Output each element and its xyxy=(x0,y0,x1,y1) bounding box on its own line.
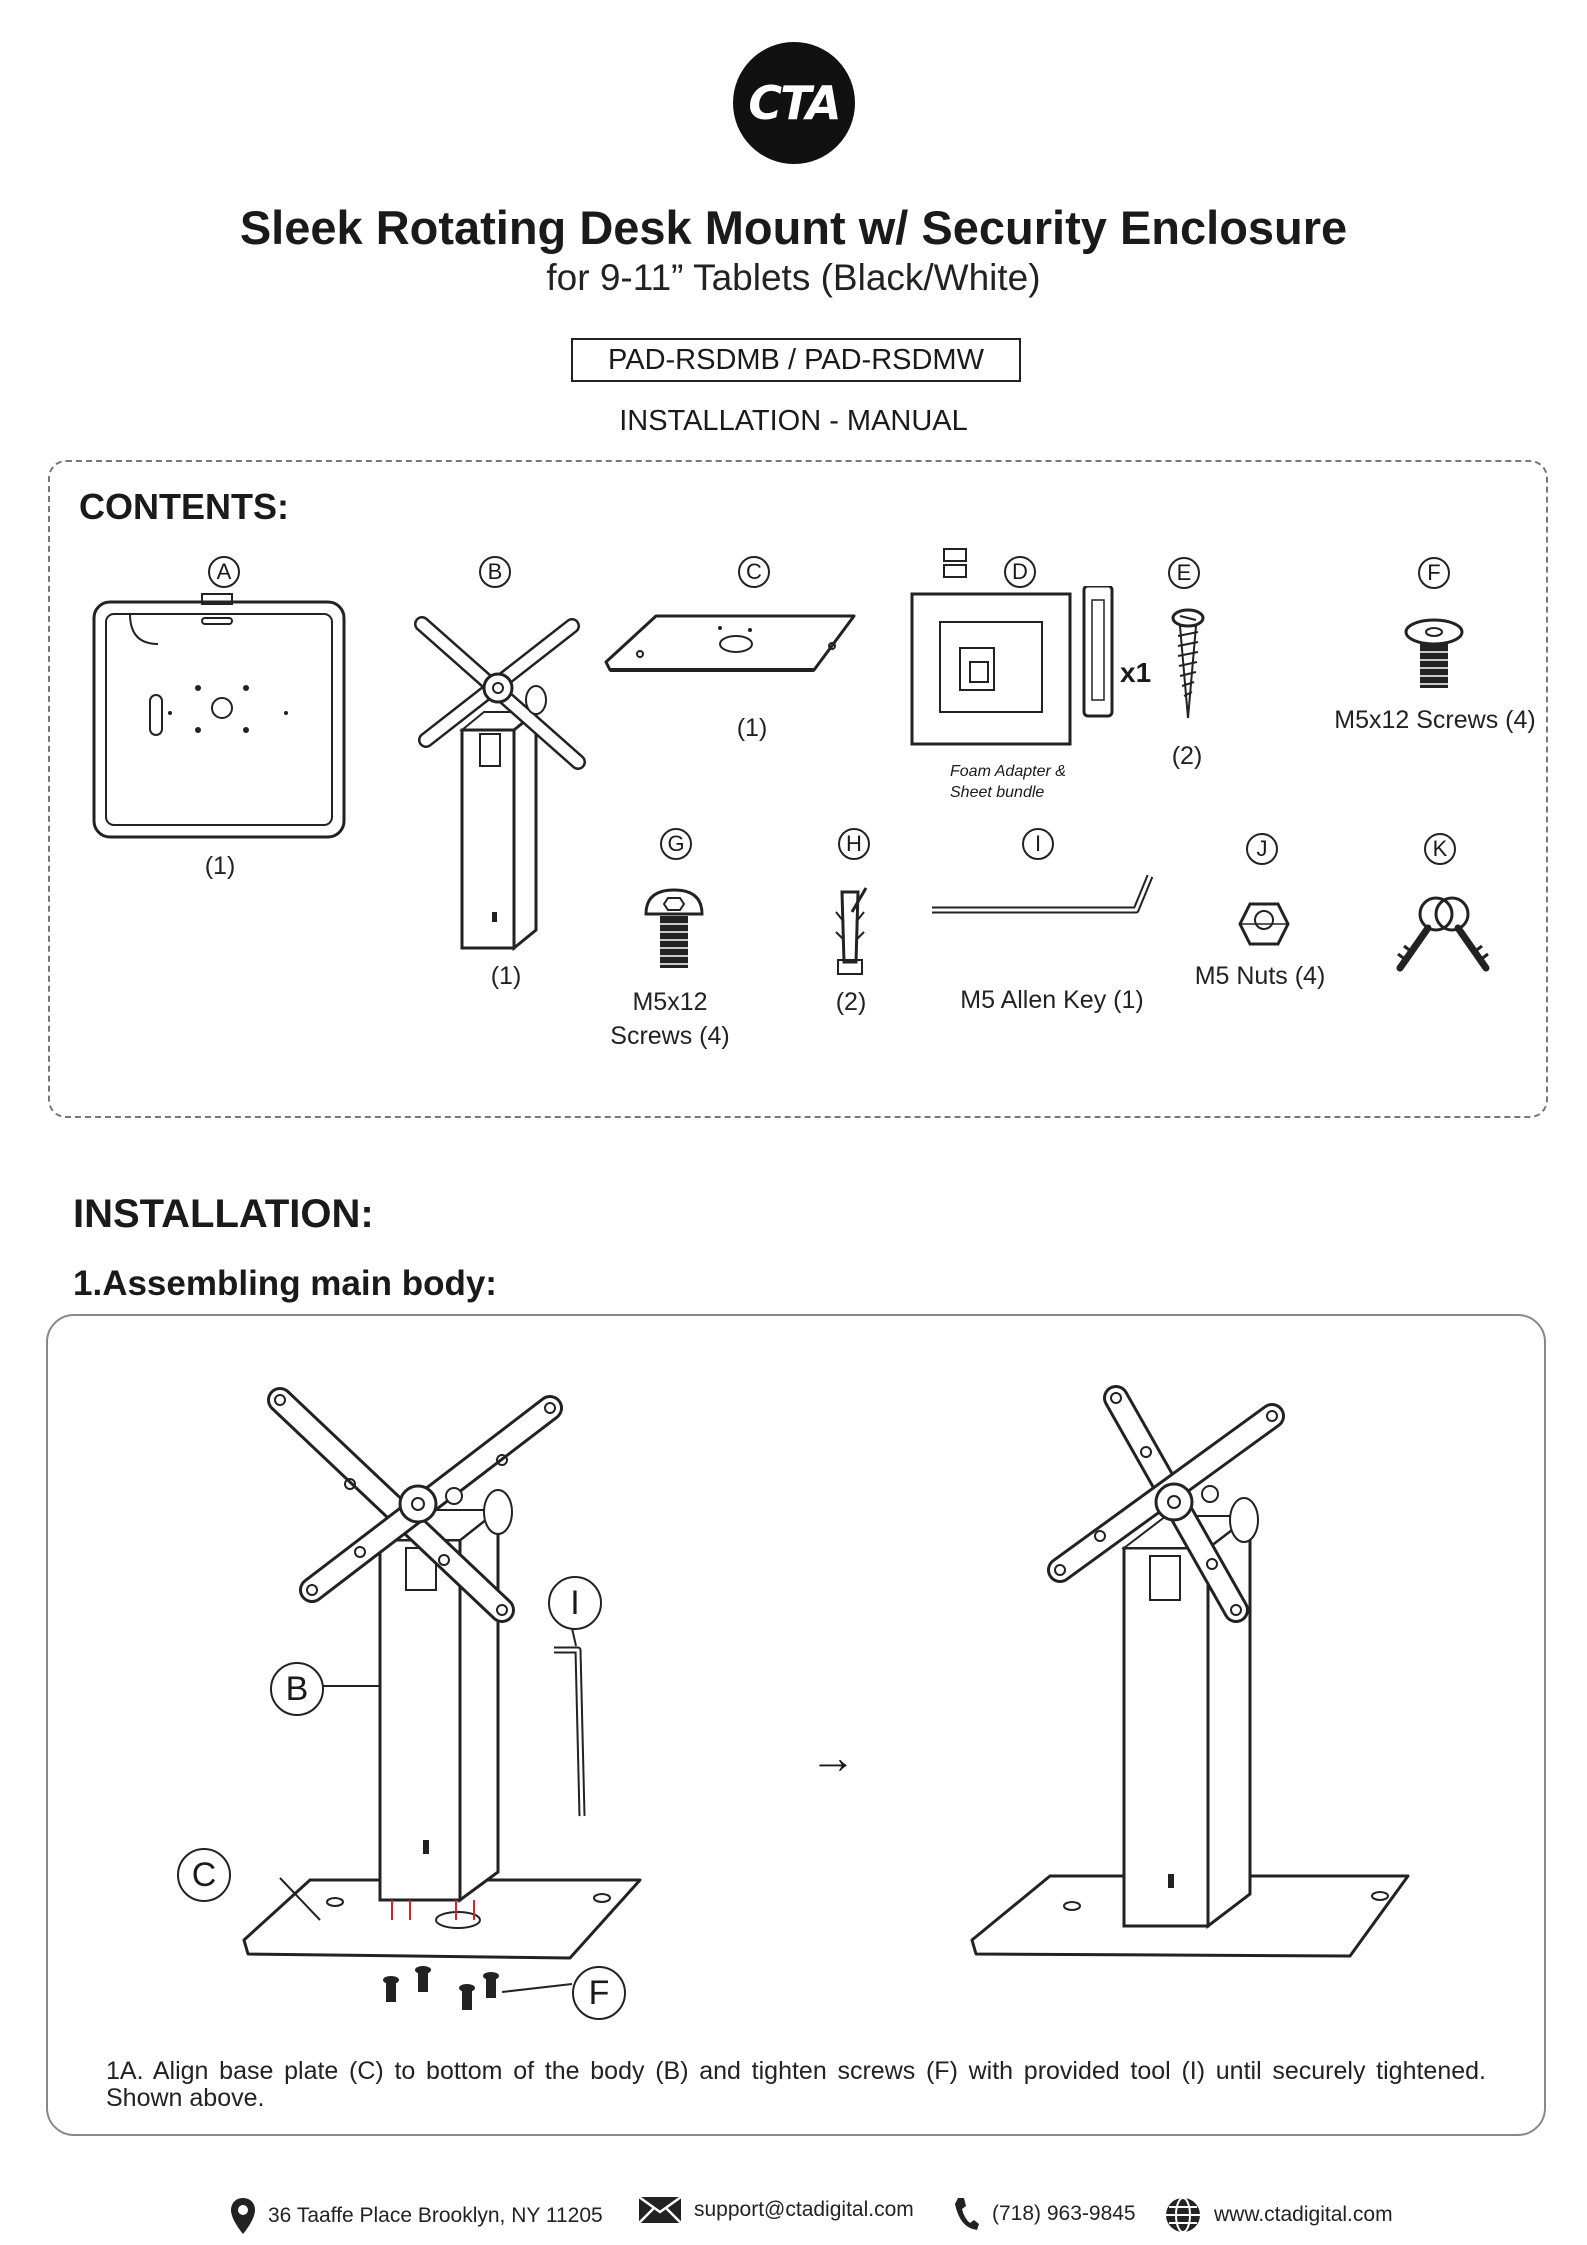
item-f-caption: M5x12 Screws (4) xyxy=(1334,706,1536,734)
callout-i: I xyxy=(548,1576,602,1630)
item-c-letter: C xyxy=(738,556,770,588)
item-i-caption: M5 Allen Key (1) xyxy=(960,986,1144,1014)
item-e-quantity: (2) xyxy=(1171,742,1203,770)
tablet-enclosure-illustration xyxy=(92,593,346,839)
item-d-letter: D xyxy=(1004,556,1036,588)
callout-f: F xyxy=(572,1966,626,2020)
document-subtitle: for 9-11” Tablets (Black/White) xyxy=(546,257,1041,298)
location-pin-icon xyxy=(231,2198,255,2234)
footer-address: 36 Taaffe Place Brooklyn, NY 11205 xyxy=(230,2196,603,2236)
item-b-letter: B xyxy=(479,556,511,588)
model-number-box: PAD-RSDMB / PAD-RSDMW xyxy=(571,338,1021,382)
item-a-letter: A xyxy=(208,556,240,588)
manual-label: INSTALLATION - MANUAL xyxy=(619,405,968,437)
contents-heading: CONTENTS: xyxy=(79,486,289,527)
hex-nut-illustration xyxy=(1238,902,1290,946)
allen-key-illustration xyxy=(932,874,1154,914)
step-arrow-icon: → xyxy=(810,1731,856,1783)
globe-icon xyxy=(1166,2197,1200,2233)
keys-icon xyxy=(1396,896,1490,972)
item-d-note-line1: Foam Adapter & xyxy=(950,763,1066,780)
step1-panel xyxy=(46,1314,1546,2136)
flat-head-screw-illustration xyxy=(1404,618,1464,688)
item-c-quantity: (1) xyxy=(736,714,768,742)
item-j-letter: J xyxy=(1246,833,1278,865)
item-d-note-line2: Sheet bundle xyxy=(950,784,1045,801)
item-h-quantity: (2) xyxy=(835,988,867,1016)
step1-instruction: 1A. Align base plate (C) to bottom of th… xyxy=(106,2057,1486,2112)
footer-email: support@ctadigital.com xyxy=(638,2196,914,2224)
wood-screw-illustration xyxy=(1171,608,1205,719)
button-head-screw-illustration xyxy=(644,888,704,968)
base-plate-illustration xyxy=(604,614,856,672)
item-g-caption-line1: M5x12 xyxy=(632,988,708,1016)
item-j-caption: M5 Nuts (4) xyxy=(1194,962,1326,990)
callout-c: C xyxy=(177,1848,231,1902)
document-title: Sleek Rotating Desk Mount w/ Security En… xyxy=(239,201,1348,254)
item-e-letter: E xyxy=(1168,557,1200,589)
foam-adapter-illustration xyxy=(910,586,1114,746)
item-a-quantity: (1) xyxy=(204,852,236,880)
item-d-quantity: x1 xyxy=(1120,657,1152,688)
assembly-before-illustration xyxy=(242,1387,642,2010)
website-link[interactable]: www.ctadigital.com xyxy=(1214,2203,1393,2226)
item-k-letter: K xyxy=(1424,833,1456,865)
address-text: 36 Taaffe Place Brooklyn, NY 11205 xyxy=(268,2204,603,2227)
footer-website: www.ctadigital.com xyxy=(1164,2196,1393,2234)
callout-b: B xyxy=(270,1662,324,1716)
assembly-after-illustration xyxy=(970,1385,1410,1958)
footer-phone: (718) 963-9845 xyxy=(952,2196,1136,2232)
installation-heading: INSTALLATION: xyxy=(73,1192,374,1236)
step1-heading: 1.Assembling main body: xyxy=(73,1264,497,1303)
logo-text: CTA xyxy=(748,76,841,130)
item-h-letter: H xyxy=(838,828,870,860)
contents-section xyxy=(48,460,1548,1118)
item-i-letter: I xyxy=(1022,828,1054,860)
email-link[interactable]: support@ctadigital.com xyxy=(694,2198,914,2221)
wall-anchor-illustration xyxy=(835,887,868,975)
model-number: PAD-RSDMB / PAD-RSDMW xyxy=(608,343,984,376)
phone-text[interactable]: (718) 963-9845 xyxy=(992,2202,1136,2225)
stand-body-illustration xyxy=(414,616,586,952)
item-g-letter: G xyxy=(660,828,692,860)
item-f-letter: F xyxy=(1418,557,1450,589)
phone-icon xyxy=(955,2198,979,2230)
foam-pad-icon xyxy=(943,548,967,578)
item-b-quantity: (1) xyxy=(490,962,522,990)
cta-logo: CTA xyxy=(733,42,855,164)
item-g-caption-line2: Screws (4) xyxy=(610,1022,730,1050)
envelope-icon xyxy=(638,2196,682,2224)
